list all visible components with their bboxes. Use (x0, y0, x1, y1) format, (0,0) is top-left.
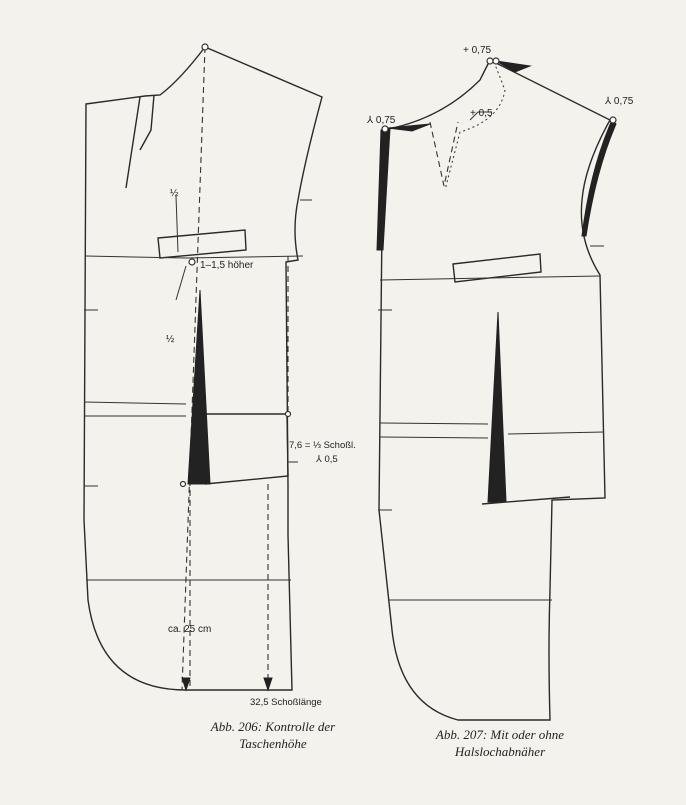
label-less-right: ⅄ 0,75 (604, 96, 634, 107)
left-arrowhead-1 (181, 677, 191, 692)
label-less-left: ⅄ 0,75 (366, 115, 396, 126)
label-half-top: ½ (170, 188, 179, 199)
right-point-left (381, 125, 389, 133)
right-edge-fill-left (376, 127, 391, 251)
left-front-dart (187, 289, 211, 485)
caption-right-line2: Halslochabnäher (454, 744, 546, 759)
right-point-top-b (492, 57, 500, 65)
right-neck-dart (429, 121, 459, 187)
caption-right: Abb. 207: Mit oder ohne Halslochabnäher (395, 726, 605, 760)
caption-left: Abb. 206: Kontrolle der Taschenhöhe (168, 718, 378, 752)
right-waist-line (379, 275, 601, 281)
left-arrowhead-2 (263, 677, 273, 692)
label-shoulder-note: 7,6 = ⅓ Schoßl. (289, 440, 356, 451)
right-shoulder-dotted (444, 61, 506, 191)
label-approx: ca. 25 cm (168, 624, 211, 635)
left-waist-line (85, 255, 304, 259)
left-neck-dart (125, 94, 155, 189)
left-point-pocket (188, 258, 196, 266)
left-chest-pocket (157, 229, 247, 259)
left-ticks (84, 199, 312, 487)
figure-left-pattern: ½ ½ 1–1,5 höher 7,6 = ⅓ Schoßl. ⅄ 0,5 ca… (83, 43, 356, 708)
right-hip-line (379, 422, 605, 439)
right-arrow-left (387, 123, 431, 132)
right-arrow-shoulder (495, 60, 532, 73)
caption-right-line1: Abb. 207: Mit oder ohne (435, 727, 565, 742)
right-edge-fill-arm (581, 119, 617, 237)
right-hem (481, 496, 571, 505)
caption-left-line1: Abb. 206: Kontrolle der (210, 719, 336, 734)
right-arrow-mid (469, 111, 492, 121)
left-dashed-center (181, 46, 206, 691)
left-point-side (284, 410, 292, 418)
label-plus-top: + 0,75 (463, 45, 492, 56)
label-plus-mid: + 0,5 (470, 108, 493, 119)
figure-right-pattern: + 0,75 ⅄ 0,75 ⅄ 0,75 + 0,5 (366, 45, 634, 721)
label-skirt-length: 32,5 Schoßlänge (250, 697, 322, 708)
left-side-part (204, 413, 289, 485)
label-half-bottom: ½ (166, 334, 175, 345)
left-point-top (201, 43, 209, 51)
right-ticks (378, 245, 604, 511)
label-less-note: ⅄ 0,5 (315, 454, 338, 465)
right-front-dart (487, 311, 507, 503)
left-point-hem (179, 480, 187, 488)
left-half-arrow (175, 195, 187, 301)
right-outline (378, 59, 611, 721)
label-higher: 1–1,5 höher (200, 260, 254, 271)
right-chest-pocket (452, 253, 542, 283)
caption-left-line2: Taschenhöhe (239, 736, 307, 751)
right-point-arm (609, 116, 617, 124)
right-point-top-a (486, 57, 494, 65)
